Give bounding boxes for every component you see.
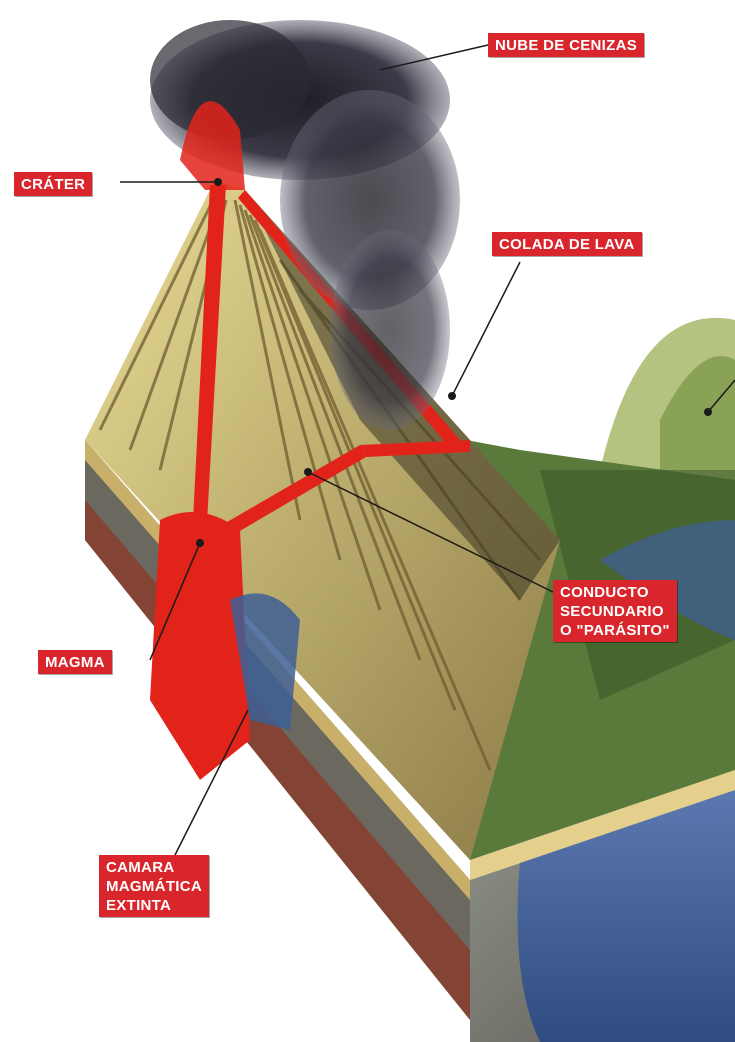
label-line: CAMARA [106, 858, 202, 877]
label-line: MAGMÁTICA [106, 877, 202, 896]
background-hill [600, 318, 735, 480]
magma-chamber [150, 512, 250, 780]
label-line: EXTINTA [106, 896, 202, 915]
label-line: O "PARÁSITO" [560, 621, 670, 640]
label-extinct-magma-chamber: CAMARA MAGMÁTICA EXTINTA [99, 855, 209, 917]
label-crater: CRÁTER [14, 172, 92, 196]
label-line: SECUNDARIO [560, 602, 670, 621]
label-line: CONDUCTO [560, 583, 670, 602]
label-magma: MAGMA [38, 650, 112, 674]
label-lava-flow: COLADA DE LAVA [492, 232, 642, 256]
label-secondary-conduit: CONDUCTO SECUNDARIO O "PARÁSITO" [553, 580, 677, 642]
label-ash-cloud: NUBE DE CENIZAS [488, 33, 644, 57]
